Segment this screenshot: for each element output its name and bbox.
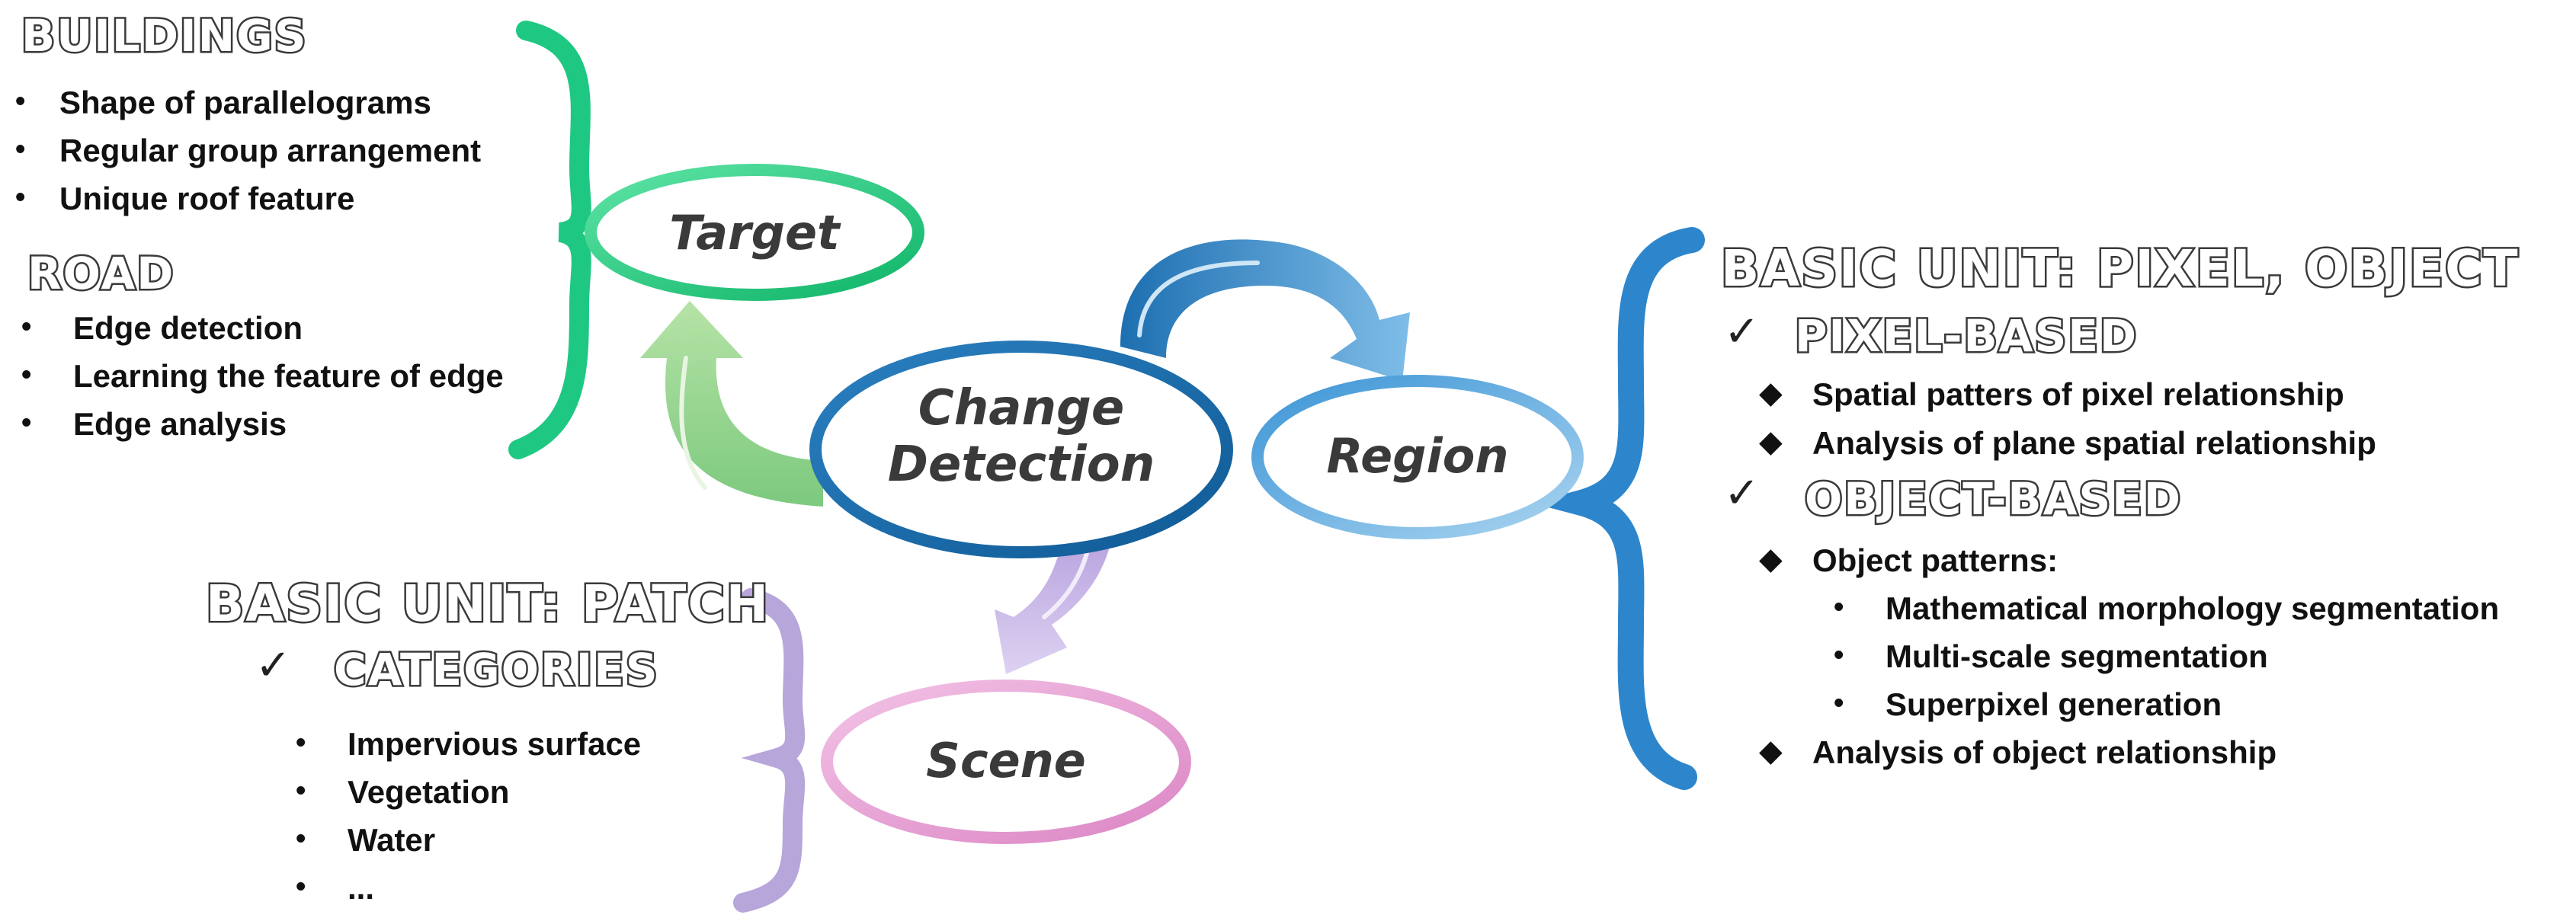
road-heading: Road: [25, 248, 175, 299]
object-relationship-item: Analysis of object relationship: [1812, 734, 2277, 770]
object-diamond-2: ◆: [1759, 734, 1783, 769]
change-detection-line2: Detection: [887, 436, 1155, 493]
pixel-diamond-2: ◆: [1759, 424, 1783, 459]
patch-bullet-2: •: [296, 775, 306, 807]
arrow-to-target: [640, 301, 823, 507]
region-node: [1251, 375, 1584, 539]
patch-bullet-1: •: [296, 727, 306, 759]
pixel-object-brace: [1531, 227, 1705, 790]
object-sub-bullet-2: •: [1834, 639, 1844, 671]
scene-node: [821, 680, 1191, 844]
patch-item-2: Vegetation: [348, 774, 510, 810]
pixel-item-1: Spatial patters of pixel relationship: [1812, 376, 2344, 412]
patch-bullet-4: •: [296, 871, 306, 903]
target-node: [585, 164, 924, 301]
road-item-1: Edge detection: [73, 310, 303, 346]
buildings-bullet-1: •: [15, 85, 26, 117]
object-sub-item-3: Superpixel generation: [1886, 686, 2222, 722]
road-bullet-1: •: [21, 311, 32, 343]
object-patterns-label: Object patterns:: [1812, 542, 2059, 578]
categories-check: ✓: [255, 641, 291, 690]
pixel-diamond-1: ◆: [1759, 376, 1783, 411]
pixel-item-2: Analysis of plane spatial relationship: [1812, 425, 2376, 461]
categories-heading: Categories: [332, 644, 660, 696]
road-bullet-2: •: [21, 359, 32, 391]
buildings-item-1: Shape of parallelograms: [59, 85, 431, 120]
road-bullet-3: •: [21, 407, 32, 439]
road-item-3: Edge analysis: [73, 406, 287, 442]
region-label: Region: [1326, 428, 1509, 484]
object-based-heading: Object-based: [1802, 473, 2183, 525]
change-detection-node: [809, 341, 1233, 558]
patch-brace: [733, 588, 806, 913]
patch-heading: Basic Unit: Patch: [203, 574, 771, 633]
buildings-item-3: Unique roof feature: [59, 181, 355, 216]
object-sub-item-2: Multi-scale segmentation: [1886, 638, 2268, 674]
object-sub-bullet-3: •: [1834, 687, 1844, 719]
buildings-road-brace: [508, 21, 591, 459]
pixel-object-heading: Basic Unit: Pixel, Object: [1719, 239, 2520, 298]
buildings-item-2: Regular group arrangement: [59, 133, 482, 168]
object-sub-bullet-1: •: [1834, 591, 1844, 623]
object-diamond-1: ◆: [1759, 542, 1783, 577]
buildings-heading: Buildings: [20, 10, 308, 62]
change-detection-label: Change Detection: [861, 380, 1181, 493]
target-label: Target: [669, 205, 840, 261]
patch-item-4: ...: [348, 870, 375, 906]
arrow-to-region: [1120, 239, 1410, 381]
patch-item-3: Water: [348, 822, 436, 858]
patch-item-1: Impervious surface: [348, 726, 642, 762]
object-sub-item-1: Mathematical morphology segmentation: [1886, 590, 2500, 626]
pixel-based-heading: Pixel-based: [1793, 310, 2139, 362]
buildings-bullet-2: •: [15, 133, 26, 165]
change-detection-line1: Change: [918, 380, 1125, 437]
road-item-2: Learning the feature of edge: [73, 358, 504, 394]
object-based-check: ✓: [1724, 468, 1760, 518]
patch-bullet-3: •: [296, 823, 306, 855]
scene-label: Scene: [926, 733, 1086, 788]
buildings-bullet-3: •: [15, 181, 26, 213]
pixel-based-check: ✓: [1724, 307, 1760, 357]
